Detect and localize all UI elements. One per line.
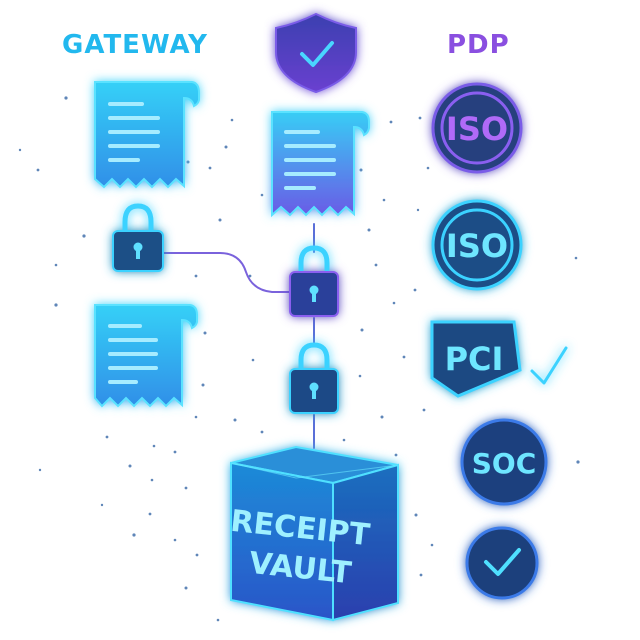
check-badge-icon (465, 526, 539, 600)
lock-icon (112, 203, 164, 272)
iso-badge-label: ISO (446, 227, 508, 265)
shield-check-icon (275, 12, 357, 94)
receipt-icon (271, 111, 370, 218)
receipt-icon (94, 81, 200, 189)
receipt-vault-box (230, 445, 399, 622)
particle-field (18, 96, 580, 622)
lock-icon (289, 342, 339, 414)
connector-lock-left-to-center (162, 252, 291, 293)
iso-badge: ISO (431, 82, 523, 174)
soc-badge-label: SOC (472, 447, 537, 480)
gateway-title: GATEWAY (62, 30, 208, 60)
iso-badge: ISO (431, 199, 523, 291)
pdp-title: PDP (447, 30, 510, 60)
check-mark-icon (530, 346, 568, 385)
soc-badge: SOC (460, 418, 548, 506)
receipt-icon (94, 304, 198, 408)
pci-badge: PCI (430, 320, 522, 398)
lock-icon (289, 245, 339, 317)
pci-badge-label: PCI (445, 340, 504, 378)
connector-lines (162, 223, 315, 449)
iso-badge-label: ISO (446, 110, 508, 148)
